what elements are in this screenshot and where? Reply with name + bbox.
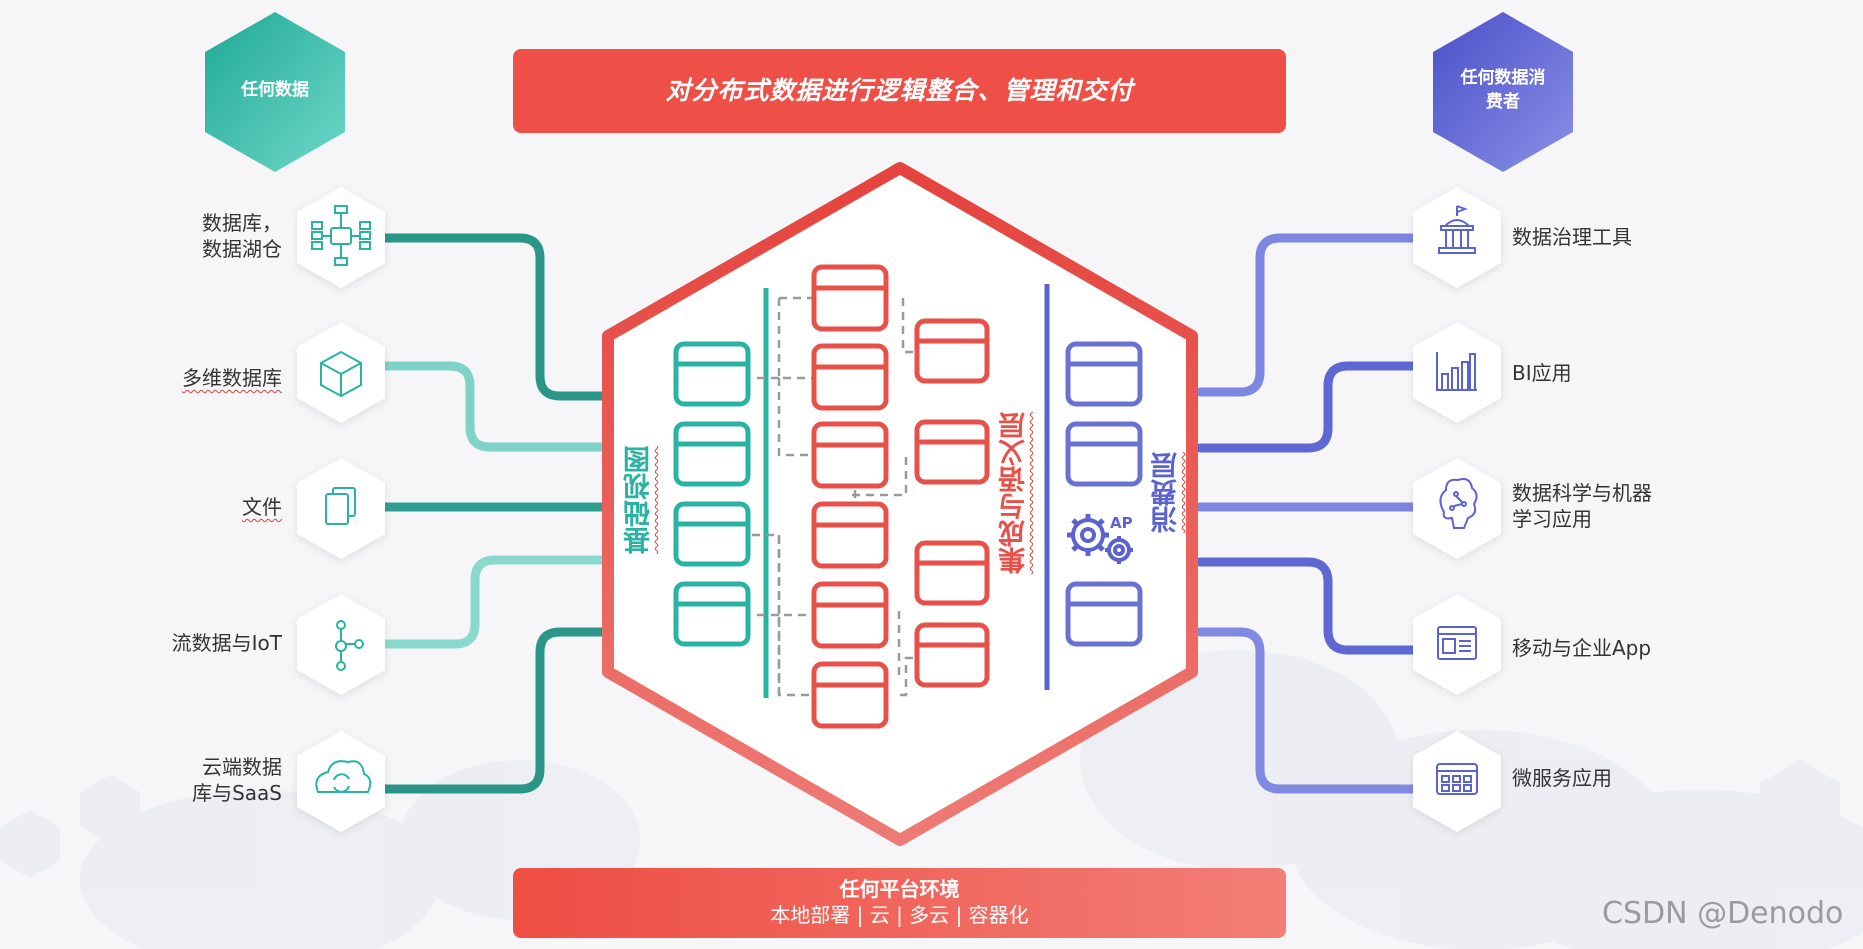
source-label-line2: 库与SaaS (192, 781, 282, 805)
consumer-label-line2: 学习应用 (1512, 507, 1592, 531)
integration-tables (811, 264, 990, 729)
footer-banner-subtitle: 本地部署 | 云 | 多云 | 容器化 (770, 903, 1029, 927)
consumer-label-bi: BI应用 (1512, 360, 1772, 386)
source-label-line2: 数据湖仓 (202, 237, 282, 261)
any-data-badge (205, 12, 345, 172)
integration-layer-label: 集成与语义层 (999, 412, 1030, 574)
bar-chart-icon (1436, 352, 1477, 391)
cube-icon (320, 350, 362, 398)
brain-circuit-icon (1439, 478, 1478, 529)
source-label-line1: 流数据与IoT (171, 631, 282, 655)
source-connectors (380, 233, 615, 794)
consumption-tables (1065, 341, 1143, 647)
source-label-line1: 多维数据库 (182, 366, 282, 390)
consumer-label-line1: 微服务应用 (1512, 766, 1612, 790)
header-banner-text: 对分布式数据进行逻辑整合、管理和交付 (665, 76, 1134, 105)
source-label-cloud: 云端数据 库与SaaS (120, 754, 282, 806)
consumer-label-microservices: 微服务应用 (1512, 765, 1772, 791)
consumer-label-data-science: 数据科学与机器 学习应用 (1512, 480, 1772, 532)
footer-banner-title: 任何平台环境 (839, 877, 960, 901)
source-label-line1: 云端数据 (202, 755, 282, 779)
any-consumer-badge (1433, 12, 1573, 172)
base-view-tables (673, 341, 751, 647)
source-label-files: 文件 (120, 494, 282, 520)
app-window-icon (1437, 626, 1477, 660)
any-consumer-badge-line2: 费者 (1486, 92, 1520, 112)
consumer-label-governance: 数据治理工具 (1512, 224, 1772, 250)
consumer-label-line1: BI应用 (1512, 361, 1572, 385)
api-gears-icon (1067, 514, 1133, 564)
watermark: CSDN @Denodo (1602, 896, 1844, 931)
stream-nodes-icon (335, 620, 364, 671)
footer-banner: 任何平台环境 本地部署 | 云 | 多云 | 容器化 (513, 868, 1286, 938)
consumer-label-mobile-apps: 移动与企业App (1512, 635, 1772, 661)
api-label: AP (1110, 514, 1133, 532)
source-label-line1: 文件 (242, 495, 282, 519)
base-view-label: 基础视图 (624, 446, 655, 554)
header-banner: 对分布式数据进行逻辑整合、管理和交付 (513, 49, 1286, 133)
source-label-olap: 多维数据库 (120, 365, 282, 391)
files-icon (325, 487, 356, 525)
consumption-layer-label: 消费层 (1151, 452, 1182, 533)
microservices-grid-icon (1436, 763, 1478, 795)
consumer-label-line1: 移动与企业App (1512, 636, 1652, 660)
consumer-label-line1: 数据治理工具 (1512, 225, 1632, 249)
government-building-icon (1438, 205, 1476, 254)
database-network-icon (311, 205, 371, 266)
lineage-dashes (752, 296, 916, 697)
any-data-badge-text: 任何数据 (241, 80, 309, 100)
any-consumer-badge-line1: 任何数据消 (1460, 68, 1546, 88)
cloud-sync-icon (315, 760, 372, 793)
source-label-line1: 数据库， (202, 211, 282, 235)
source-label-databases: 数据库， 数据湖仓 (120, 210, 282, 262)
consumer-connectors (1195, 233, 1420, 794)
consumer-label-line1: 数据科学与机器 (1512, 481, 1652, 505)
source-label-streaming: 流数据与IoT (100, 630, 282, 656)
any-consumer-badge-text: 任何数据消 费者 (1443, 66, 1563, 114)
